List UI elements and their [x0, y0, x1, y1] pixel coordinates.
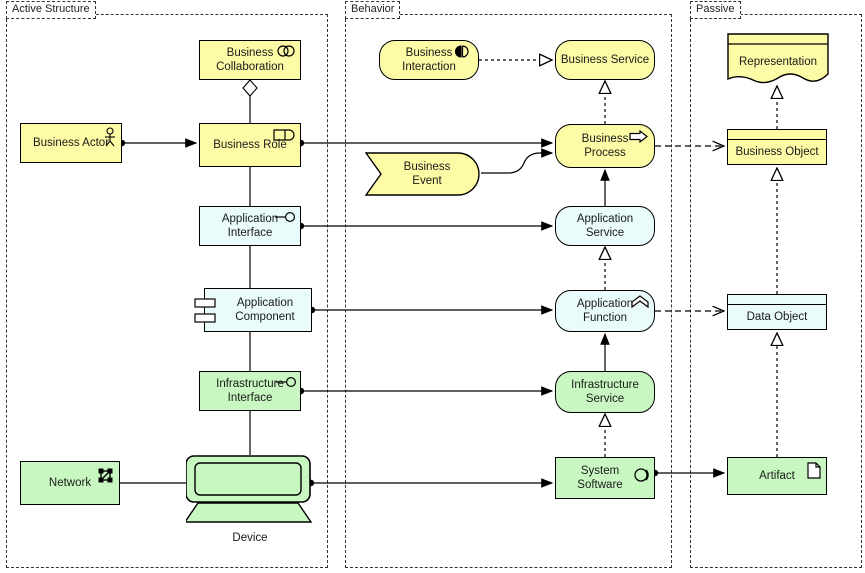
element-label: Application Service — [576, 213, 634, 239]
element-label: Business Interaction — [402, 47, 456, 73]
element-label-device: Device — [232, 532, 268, 544]
element-system-software[interactable]: System Software — [555, 457, 655, 499]
element-label: System Software — [577, 465, 623, 491]
element-label: Business Process — [581, 133, 629, 159]
element-label: Application Interface — [221, 213, 279, 239]
element-data-object[interactable]: Data Object — [727, 294, 827, 330]
lane-label-passive: Passive — [690, 1, 741, 19]
lane-passive — [690, 14, 862, 568]
element-business-interaction[interactable]: Business Interaction — [379, 40, 479, 80]
element-business-actor[interactable]: Business Actor — [20, 123, 122, 163]
element-business-object[interactable]: Business Object — [727, 129, 827, 165]
element-label: Business Service — [560, 54, 650, 66]
element-label: Data Object — [746, 310, 808, 323]
lane-behavior — [345, 14, 672, 568]
element-infrastructure-service[interactable]: Infrastructure Service — [555, 371, 655, 413]
element-label: Application Function — [576, 298, 634, 324]
element-network[interactable]: Network — [20, 461, 120, 505]
element-label: Infrastructure Service — [571, 379, 639, 405]
object-header-band — [728, 295, 826, 305]
element-label: Infrastructure Interface — [216, 378, 284, 404]
element-label: Application Component — [235, 297, 295, 323]
element-business-process[interactable]: Business Process — [555, 124, 655, 168]
element-label: Business Actor — [32, 137, 110, 149]
element-business-service[interactable]: Business Service — [555, 40, 655, 80]
element-label: Business Role — [213, 139, 287, 151]
element-application-component[interactable]: Application Component — [194, 288, 312, 332]
lane-label-active-structure: Active Structure — [6, 1, 96, 19]
lane-label-behavior: Behavior — [345, 1, 401, 19]
element-label: Business Object — [735, 145, 819, 158]
element-label: Business Collaboration — [216, 47, 284, 73]
element-application-function[interactable]: Application Function — [555, 290, 655, 332]
element-application-interface[interactable]: Application Interface — [199, 206, 301, 246]
network-icon — [98, 468, 113, 483]
lane-active-structure — [6, 14, 328, 568]
element-application-service[interactable]: Application Service — [555, 206, 655, 246]
element-infrastructure-interface[interactable]: Infrastructure Interface — [199, 371, 301, 411]
object-header-band — [728, 130, 826, 140]
element-label: Network — [48, 477, 92, 489]
element-business-collaboration[interactable]: Business Collaboration — [199, 40, 301, 80]
element-artifact[interactable]: Artifact — [727, 457, 827, 495]
artifact-icon — [807, 462, 821, 479]
element-label: Artifact — [759, 470, 795, 482]
element-business-role[interactable]: Business Role — [199, 123, 301, 167]
